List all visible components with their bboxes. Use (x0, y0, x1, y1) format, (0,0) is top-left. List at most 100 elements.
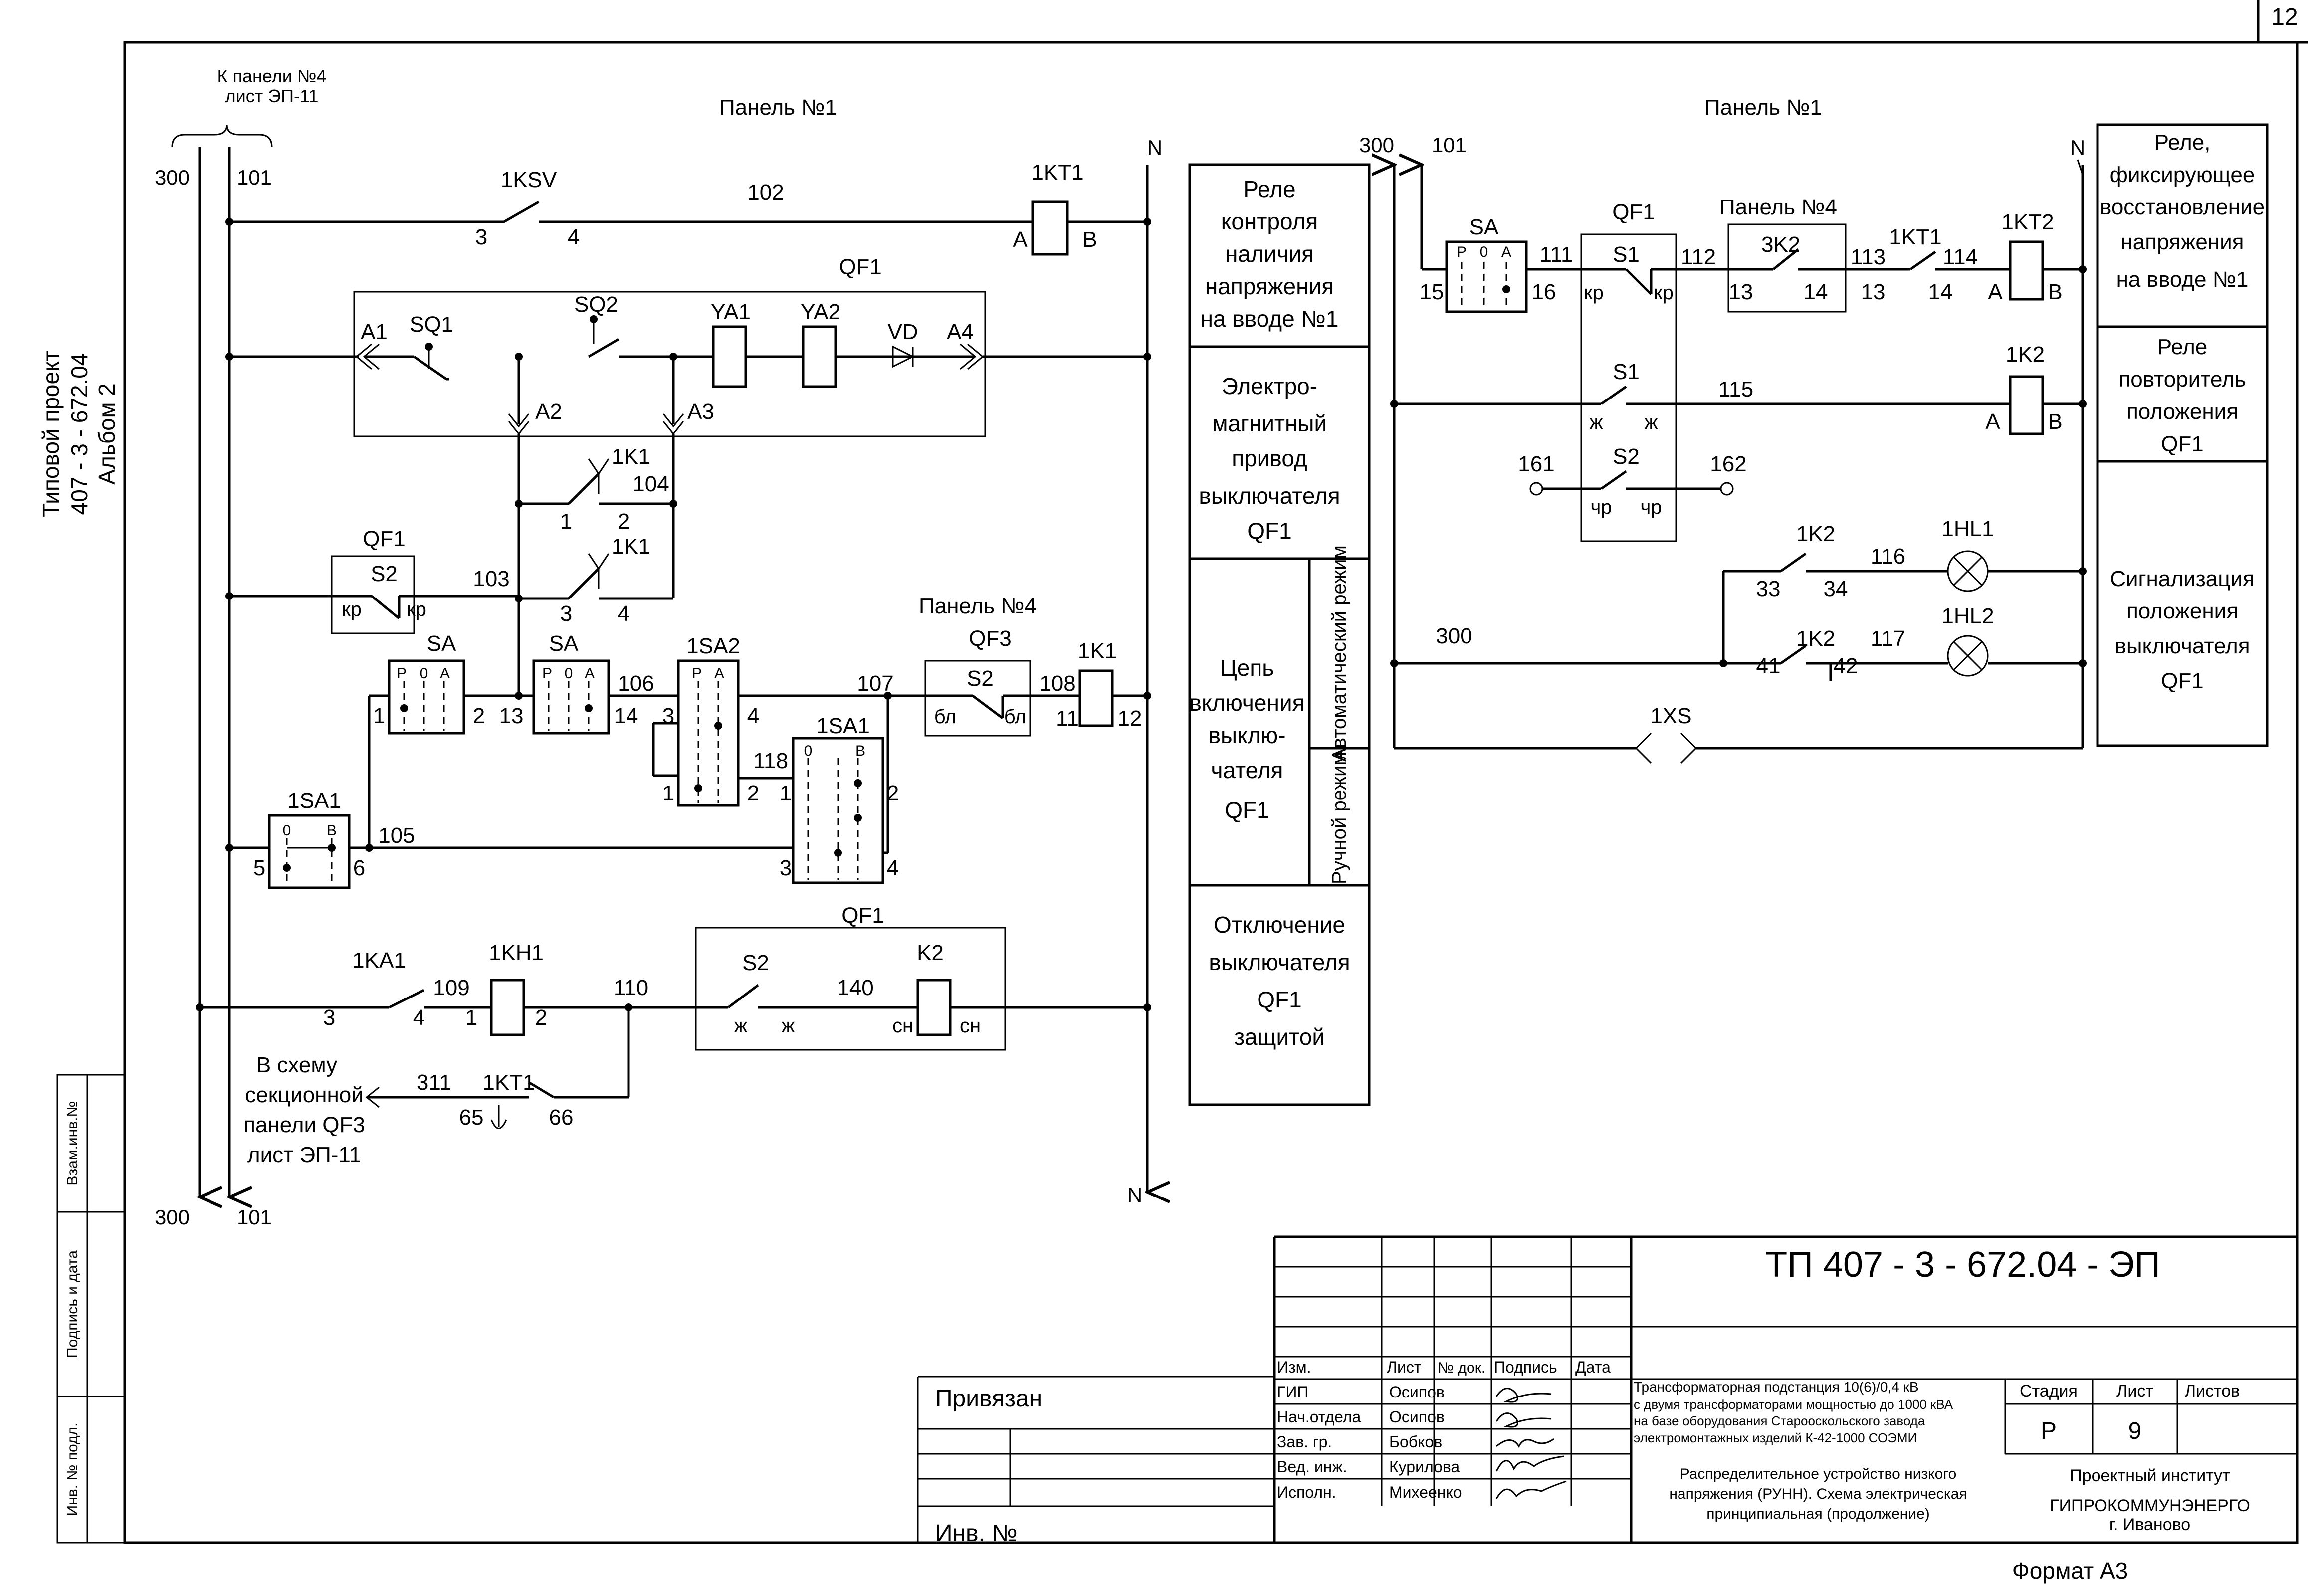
label-k1kt2: 1KT2 (2001, 210, 2054, 234)
rswitch-sa (1445, 240, 1528, 313)
label-description-line4: электромонтажных изделий К-42-1000 СОЭМИ (1634, 1430, 1917, 1445)
label-kr1: кр (342, 598, 362, 620)
bus-300-bottom: 300 (155, 1205, 190, 1229)
label-t13: 13 (499, 704, 524, 728)
signatures-icon (1495, 1388, 1567, 1499)
label-2: QF1 (1257, 987, 1301, 1012)
label-sw-o: 0 (283, 822, 291, 839)
relay-1k2-coil (2009, 375, 2044, 435)
label-t1: 1 (373, 704, 385, 728)
label-s1: S1 (1613, 242, 1640, 267)
label-sa1-1b: 1SA1 (287, 789, 341, 813)
label-3: защитой (1234, 1024, 1325, 1050)
label-0: Реле (1243, 176, 1295, 202)
label-sn2: сн (960, 1015, 981, 1037)
label-t6: 6 (353, 856, 365, 880)
label-t4: 4 (747, 704, 759, 728)
label-description-line1: Трансформаторная подстанция 10(6)/0,4 кВ (1634, 1379, 1919, 1395)
label-t13: 13 (1729, 280, 1753, 304)
label-s2: S2 (371, 562, 398, 586)
label-3: чателя (1211, 757, 1283, 783)
stamp-podpis: Подпись и дата (64, 1250, 81, 1358)
label-w109: 109 (433, 976, 469, 1000)
label-n2: 2 (618, 509, 629, 534)
stamp-inv: Инв. № подл. (64, 1423, 81, 1516)
label-a1: A1 (361, 320, 388, 344)
label-org-line3: г. Иваново (2109, 1515, 2190, 1534)
label-0: Сигнализация (2110, 567, 2255, 591)
label-stage-value: Р (2041, 1418, 2057, 1444)
label-xs: 1XS (1650, 704, 1691, 728)
label-sheet-label: Лист (2116, 1382, 2153, 1400)
to-section-line1: В схему (256, 1053, 337, 1077)
label-t1d: 1 (465, 1005, 477, 1030)
label-w300: 300 (1436, 624, 1472, 648)
label-ya1: YA1 (711, 300, 751, 324)
label-pan4: Панель №4 (919, 594, 1037, 618)
to-section-line3: панели QF3 (243, 1113, 365, 1137)
label-sw-o: 0 (420, 665, 428, 682)
label-c3: 3 (475, 225, 487, 249)
label-k2: K2 (917, 941, 944, 965)
label-cA: A (1013, 227, 1028, 252)
coil-k2 (916, 979, 952, 1036)
right-panel-title: Панель №1 (1704, 95, 1822, 120)
label-sw-b: В (855, 743, 865, 759)
label-w117: 117 (1871, 626, 1905, 651)
label-t3d: 3 (323, 1005, 335, 1030)
label-k1k1c: 1K1 (1078, 639, 1117, 663)
label-kr2: кр (407, 598, 426, 620)
label-qf1: QF1 (839, 255, 882, 279)
label-sheet-title-line3: принципиальная (продолжение) (1706, 1506, 1930, 1522)
to-panel-line2: лист ЭП-11 (225, 86, 319, 106)
label-t14b: 14 (1928, 280, 1953, 304)
label-t4d: 4 (413, 1005, 425, 1030)
label-bl1: бл (934, 706, 956, 728)
label-w102: 102 (747, 180, 784, 204)
label-list: Лист (1387, 1358, 1422, 1376)
label-hl2: 1HL2 (1941, 604, 1994, 628)
label-zh2: ж (782, 1015, 795, 1037)
label-t2c: 2 (887, 781, 899, 805)
label-t66: 66 (549, 1105, 574, 1130)
label-0: Реле (2157, 335, 2208, 359)
label-3: QF1 (2161, 432, 2204, 456)
label-org-line1: Проектный институт (2070, 1466, 2230, 1485)
format-label: Формат А3 (2012, 1558, 2128, 1584)
label-s2: S2 (1613, 444, 1640, 469)
label-k1k2: 1K2 (2006, 342, 2045, 367)
label-name: Курилова (1389, 1458, 1460, 1476)
label-zh1: ж (1590, 411, 1603, 433)
label-sa1-1: 1SA1 (816, 714, 870, 738)
label-w162: 162 (1710, 452, 1746, 476)
label-sq2: SQ2 (574, 292, 618, 317)
label-a4: A4 (947, 320, 974, 344)
to-section-line2: секционной (245, 1083, 364, 1107)
label-w106: 106 (618, 671, 654, 696)
label-1: магнитный (1212, 410, 1327, 436)
bus-300-top: 300 (155, 166, 190, 189)
label-a2: A2 (535, 399, 562, 424)
label-0: Реле, (2154, 130, 2211, 155)
label-s1b: S1 (1613, 360, 1640, 384)
label-3: напряжения (1205, 273, 1334, 299)
label-t11: 11 (1056, 706, 1079, 731)
label-w118: 118 (753, 749, 788, 773)
label-1: включения (1190, 690, 1305, 716)
label-sa1: SA (427, 631, 456, 656)
label-k1k1b: 1K1 (612, 534, 650, 559)
label-sw-o: 0 (565, 665, 573, 682)
label-stage-label: Стадия (2020, 1382, 2078, 1400)
label-name: Осипов (1389, 1408, 1445, 1426)
label-t41: 41 (1756, 654, 1781, 678)
relay-1kt1-coil (1031, 200, 1069, 256)
left-schematic: К панели №4 лист ЭП-11 Панель №1 300 101… (155, 66, 1162, 1229)
switch-1sa2 (677, 659, 740, 807)
label-zh1: ж (734, 1015, 748, 1037)
label-1: контроля (1221, 208, 1318, 234)
label-sw-b: В (327, 822, 337, 839)
label-0: Отключение (1214, 912, 1345, 938)
label-t14: 14 (614, 704, 638, 728)
label-sw-o: 0 (804, 743, 813, 759)
label-t34: 34 (1824, 577, 1848, 601)
